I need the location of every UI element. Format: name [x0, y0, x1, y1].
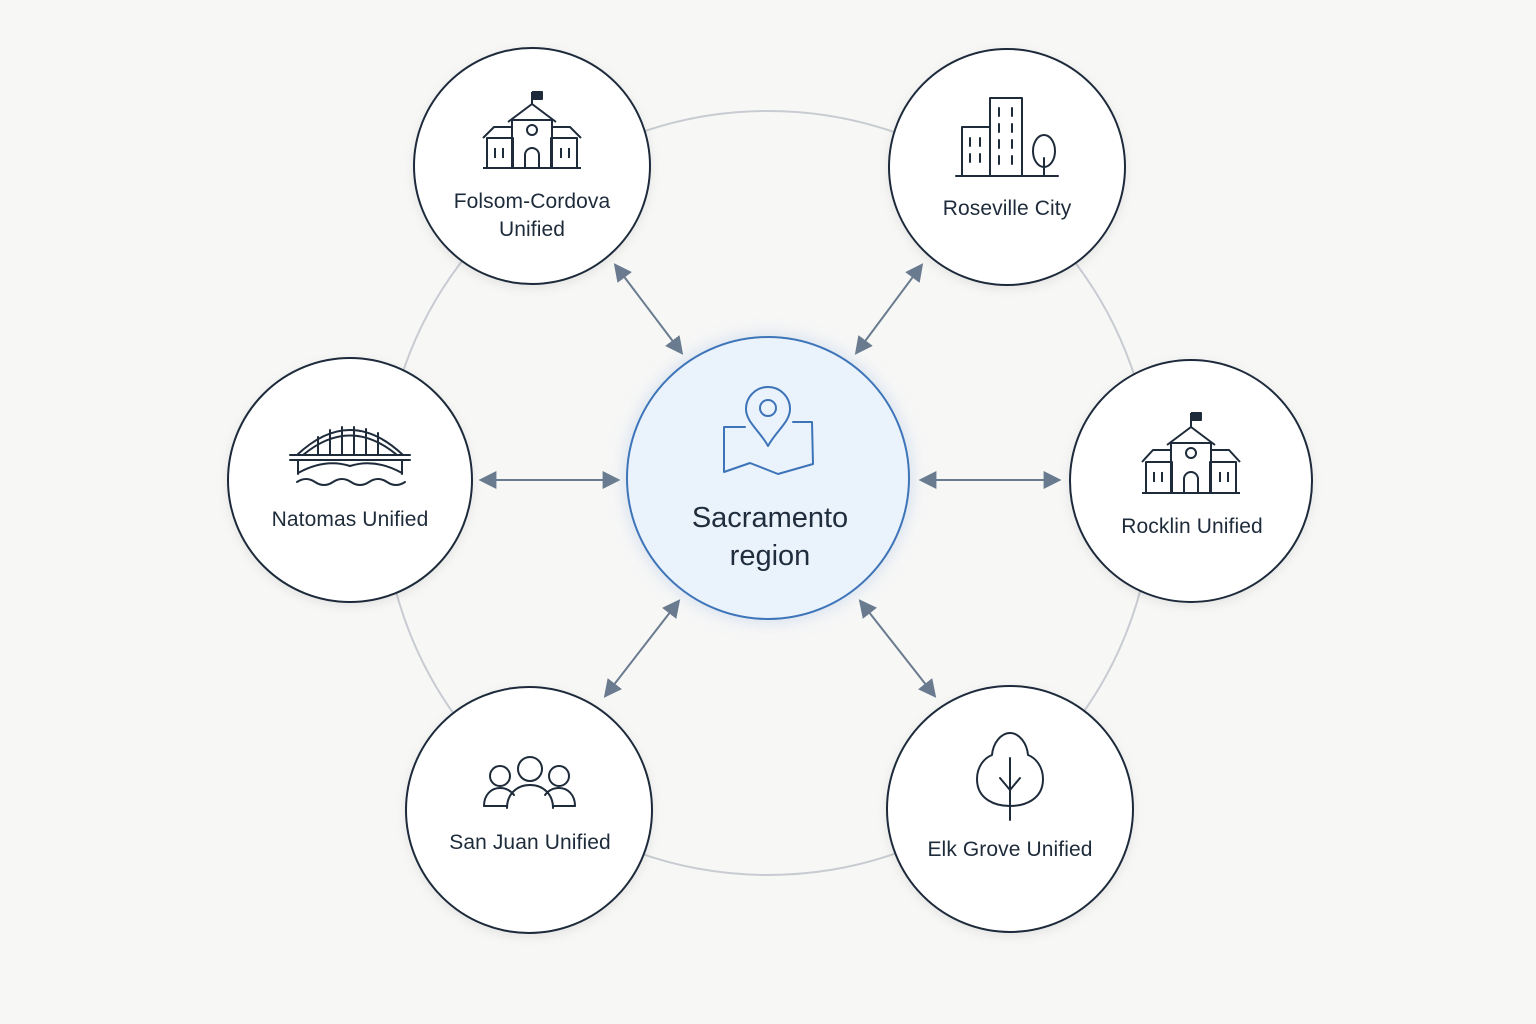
- school-building-icon: [482, 91, 582, 169]
- connector-roseville: [854, 263, 924, 355]
- connector-sanjuan: [603, 599, 681, 698]
- node-roseville-city[interactable]: [888, 48, 1126, 286]
- node-elk-grove-unified[interactable]: [886, 685, 1134, 933]
- city-buildings-icon: [955, 97, 1059, 177]
- node-san-juan-unified[interactable]: [405, 686, 653, 934]
- bridge-icon: [289, 426, 411, 486]
- connectors: [478, 263, 1062, 698]
- tree-icon: [976, 732, 1044, 821]
- node-rocklin-unified[interactable]: [1069, 359, 1313, 603]
- connector-folsom: [613, 263, 684, 355]
- node-folsom-cordova[interactable]: [413, 47, 651, 285]
- people-group-icon: [483, 756, 576, 809]
- map-pin-icon: [723, 386, 814, 475]
- node-natomas-unified[interactable]: [227, 357, 473, 603]
- hub-node[interactable]: [626, 336, 910, 620]
- connector-elkgrove: [858, 599, 937, 698]
- school-building-icon: [1141, 412, 1241, 494]
